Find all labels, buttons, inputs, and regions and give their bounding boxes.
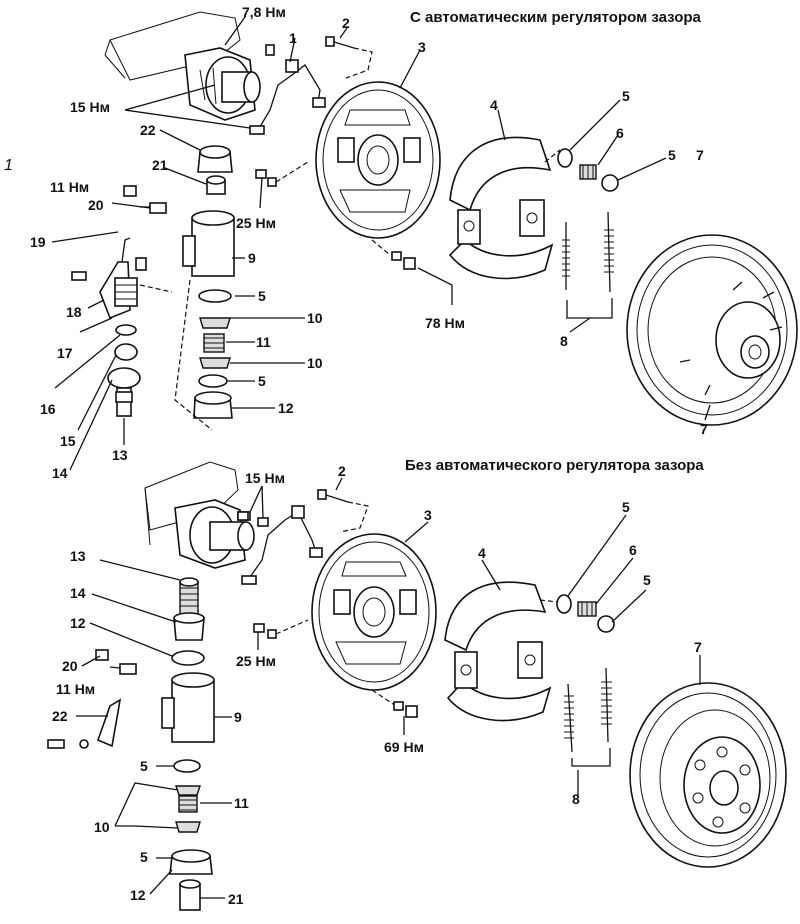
label-7-drum: 7	[700, 421, 708, 437]
label-10b: 10	[307, 355, 323, 371]
label-11: 11	[256, 334, 271, 350]
top-brake-pipe	[257, 64, 321, 131]
label-10a: 10	[307, 310, 323, 326]
label-6: 6	[616, 125, 624, 141]
bottom-brake-pipe	[247, 511, 317, 581]
top-backing-plate	[315, 81, 441, 239]
b-label-12b: 12	[130, 887, 146, 903]
b-label-2: 2	[338, 463, 346, 479]
label-20: 20	[88, 197, 104, 213]
top-bolt-78	[265, 44, 275, 56]
top-adjuster-parts	[544, 148, 619, 192]
bottom-nuts-69	[371, 689, 418, 718]
label-9: 9	[248, 250, 256, 266]
b-label-5c: 5	[140, 758, 148, 774]
top-bolt-2	[325, 36, 373, 79]
b-label-10: 10	[94, 819, 110, 835]
b-label-14: 14	[70, 585, 86, 601]
top-bleeder	[123, 185, 167, 214]
label-19: 19	[30, 234, 46, 250]
bottom-pipe-nut-2	[309, 547, 323, 558]
label-torque-11: 11 Нм	[50, 179, 89, 195]
b-label-8: 8	[572, 791, 580, 807]
label-4: 4	[490, 97, 498, 113]
bottom-lever	[47, 698, 122, 749]
label-15: 15	[60, 433, 76, 449]
bottom-backing-plate	[311, 533, 437, 691]
figure-number: 1	[4, 157, 13, 174]
top-adjuster-assembly	[71, 237, 173, 417]
label-21: 21	[152, 157, 168, 173]
top-pipe-bracket	[285, 59, 299, 73]
b-label-12a: 12	[70, 615, 86, 631]
b-label-torque-15: 15 Нм	[245, 470, 285, 486]
top-wheel-cylinder-stack	[174, 145, 235, 431]
b-label-9: 9	[234, 709, 242, 725]
top-bolt-25	[255, 161, 309, 187]
top-leaders	[51, 16, 711, 471]
bottom-bolt-25	[253, 619, 309, 639]
label-5d: 5	[258, 373, 266, 389]
label-5a: 5	[622, 88, 630, 104]
label-5b: 5	[668, 147, 676, 163]
b-label-11: 11	[234, 795, 249, 811]
label-7: 7	[696, 147, 704, 163]
b-label-3: 3	[424, 507, 432, 523]
b-label-7: 7	[694, 639, 702, 655]
bottom-bolt-2	[317, 489, 369, 533]
label-torque-25: 25 Нм	[236, 215, 276, 231]
label-16: 16	[40, 401, 56, 417]
b-label-22: 22	[52, 708, 68, 724]
b-label-torque-69: 69 Нм	[384, 739, 424, 755]
label-torque-15: 15 Нм	[70, 99, 110, 115]
top-pipe-nut	[249, 125, 265, 135]
top-return-springs	[562, 211, 614, 319]
b-label-21: 21	[228, 891, 244, 907]
b-label-torque-11: 11 Нм	[56, 681, 95, 697]
bottom-leaders	[76, 477, 701, 899]
bottom-pipe-bracket	[291, 505, 305, 519]
top-nuts-78	[371, 239, 416, 270]
b-label-13: 13	[70, 548, 86, 564]
b-label-4: 4	[478, 545, 486, 561]
top-brake-shoes	[448, 136, 554, 280]
b-label-5a: 5	[622, 499, 630, 515]
label-14: 14	[52, 465, 68, 481]
top-axle-housing	[104, 11, 261, 121]
label-2: 2	[342, 15, 350, 31]
label-torque-7-8: 7,8 Нм	[242, 4, 286, 20]
label-13: 13	[112, 447, 128, 463]
bottom-labels: 15 Нм 2 3 4 5 6 5 7 13 14 12 20 11 Нм 25…	[52, 463, 702, 907]
b-label-5d: 5	[140, 849, 148, 865]
bottom-brake-drum	[629, 682, 787, 868]
label-18: 18	[66, 304, 82, 320]
bottom-return-springs	[564, 667, 612, 767]
top-title: С автоматическим регулятором зазора	[410, 9, 702, 26]
label-1: 1	[289, 30, 297, 46]
bottom-title: Без автоматического регулятора зазора	[405, 457, 704, 474]
label-17: 17	[57, 345, 73, 361]
b-label-torque-25: 25 Нм	[236, 653, 276, 669]
bottom-adjuster-parts	[539, 594, 615, 633]
top-pipe-nut-2	[312, 97, 326, 108]
bottom-bleeder	[95, 649, 137, 675]
b-label-6: 6	[629, 542, 637, 558]
top-labels: 7,8 Нм 2 1 15 Нм 3 4 5 6 5 7 22 21 11 Нм…	[30, 4, 708, 481]
bottom-wheel-cylinder-stack	[161, 577, 215, 911]
label-8: 8	[560, 333, 568, 349]
bottom-pipe-nut	[241, 575, 257, 585]
label-5c: 5	[258, 288, 266, 304]
label-3: 3	[418, 39, 426, 55]
bottom-brake-shoes	[444, 581, 552, 722]
label-12: 12	[278, 400, 294, 416]
b-label-5b: 5	[643, 572, 651, 588]
label-torque-78: 78 Нм	[425, 315, 465, 331]
b-label-20: 20	[62, 658, 78, 674]
top-brake-drum	[626, 234, 798, 426]
label-22: 22	[140, 122, 156, 138]
